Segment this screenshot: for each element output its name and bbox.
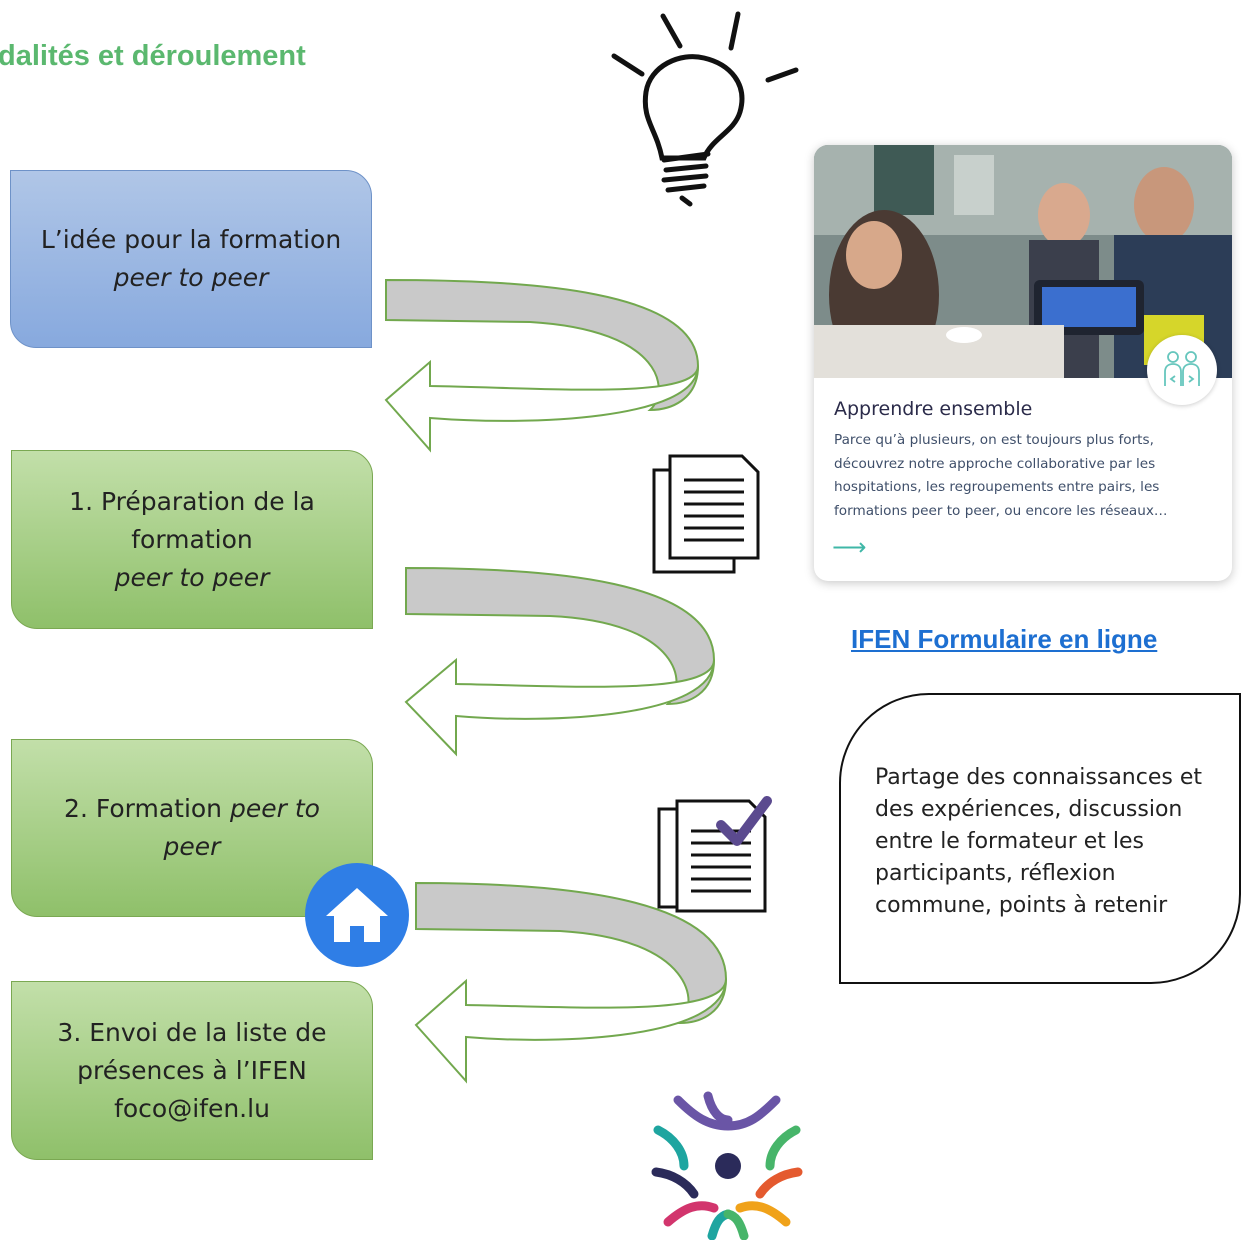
step-formation: 2. Formation peer to peer <box>11 739 373 917</box>
step-idea-text: L’idée pour la formation <box>40 225 342 254</box>
note-box: Partage des connaissances et des expérie… <box>839 693 1241 984</box>
ifen-logo <box>651 1091 803 1240</box>
step-envoi-email: foco@ifen.lu <box>114 1093 270 1123</box>
step-idea: L’idée pour la formation peer to peer <box>10 170 372 348</box>
step-preparation-text: 1. Préparation de la formation <box>69 486 315 554</box>
note-text: Partage des connaissances et des expérie… <box>875 765 1202 918</box>
peers-icon <box>1147 335 1217 405</box>
step-envoi-line1: 3. Envoi de la liste de <box>57 1017 327 1047</box>
step-formation-italic: peer to peer <box>163 794 320 861</box>
lightbulb-icon <box>611 11 799 207</box>
page-title: dalités et déroulement <box>0 40 306 72</box>
apprendre-ensemble-card[interactable]: Apprendre ensemble Parce qu’à plusieurs,… <box>814 145 1232 581</box>
step-preparation-italic: peer to peer <box>114 562 270 592</box>
step-idea-italic: peer to peer <box>113 263 269 292</box>
curved-arrow-1 <box>384 278 700 453</box>
card-description: Parce qu’à plusieurs, on est toujours pl… <box>834 432 1168 519</box>
step-envoi: 3. Envoi de la liste de présences à l’IF… <box>11 981 373 1160</box>
step-formation-text: 2. Formation <box>64 794 223 823</box>
checklist-icon <box>657 796 772 913</box>
card-title: Apprendre ensemble <box>834 398 1033 420</box>
step-envoi-line2: présences à l’IFEN <box>77 1055 307 1085</box>
curved-arrow-2 <box>404 566 716 757</box>
curved-arrow-3 <box>414 881 728 1084</box>
card-arrow-icon[interactable]: ⟶ <box>832 533 867 561</box>
ifen-form-link[interactable]: IFEN Formulaire en ligne <box>851 624 1158 654</box>
document-icon <box>652 454 760 574</box>
card-photo <box>814 145 1232 378</box>
home-icon[interactable] <box>304 862 410 968</box>
step-preparation: 1. Préparation de la formation peer to p… <box>11 450 373 629</box>
